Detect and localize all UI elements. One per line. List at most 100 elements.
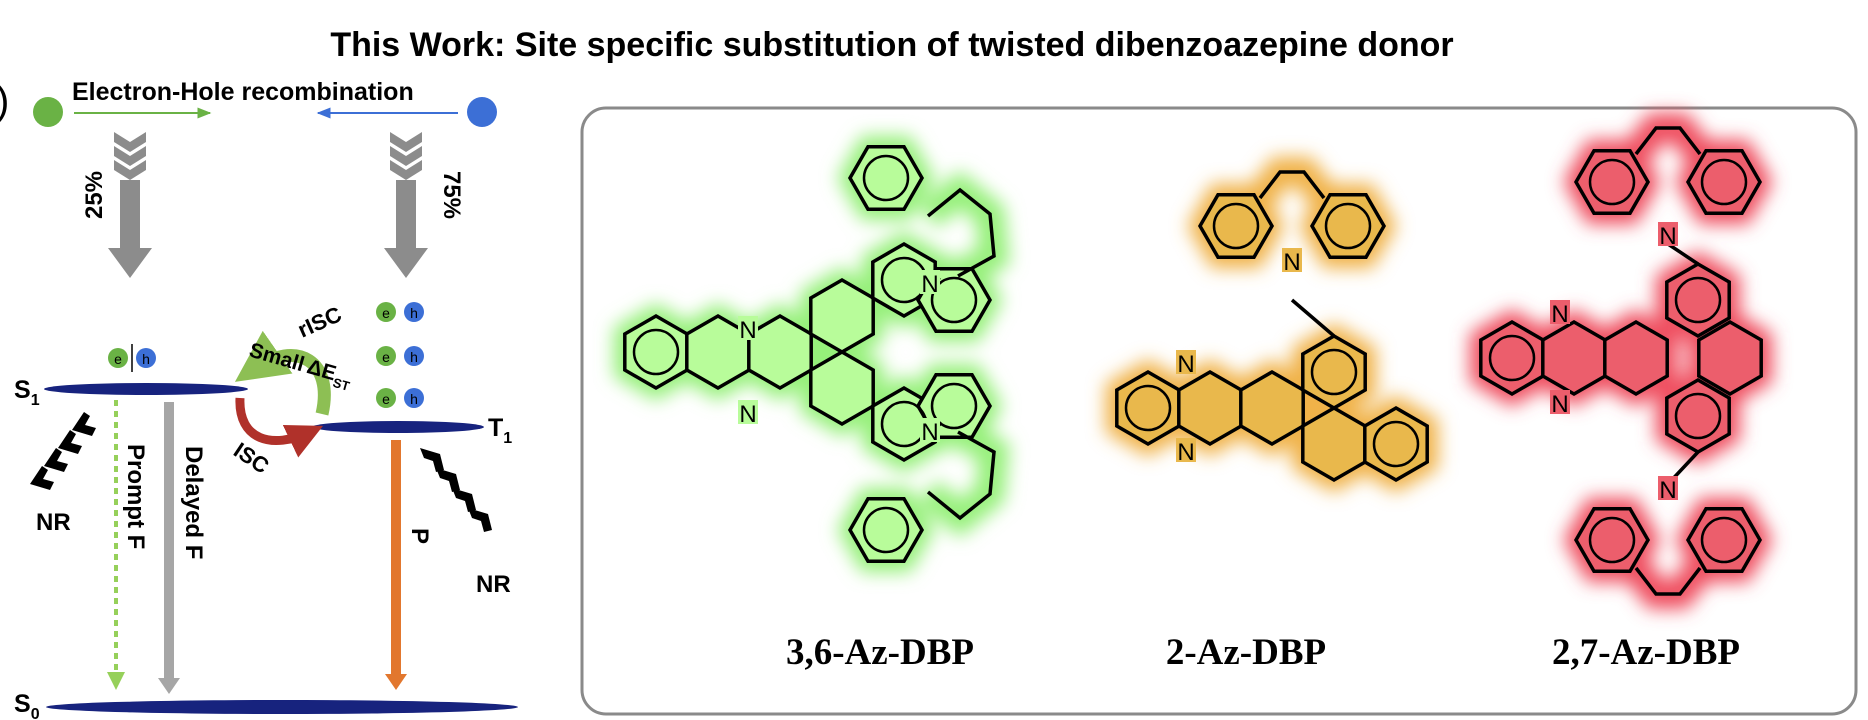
ring-inner-bond — [1212, 202, 1260, 250]
nr-right-label: NR — [476, 571, 511, 598]
aromatic-ring — [1197, 193, 1275, 259]
ring-inner-bond — [1674, 276, 1722, 324]
aromatic-ring — [1603, 319, 1669, 397]
figure-title: This Work: Site specific substitution of… — [330, 26, 1453, 64]
molecule-panel — [580, 106, 1858, 716]
p-label: P — [406, 528, 433, 544]
nitrogen-atom-label: N — [1177, 351, 1194, 378]
nitrogen-atom-label: N — [1283, 249, 1300, 276]
svg-text:h: h — [410, 305, 418, 321]
hole-dot — [467, 97, 497, 127]
jablonski-diagram: Electron-Hole recombination 25% 75% S1 T… — [14, 78, 518, 720]
ring-inner-bond — [1588, 158, 1636, 206]
azepine-bridge — [1634, 126, 1702, 156]
ring-inner-bond — [632, 328, 680, 376]
nr-left-label: NR — [36, 509, 71, 536]
molecule-name-2-az-dbp: 2-Az-DBP — [1166, 632, 1326, 673]
svg-text:e: e — [382, 349, 390, 365]
ring-inner-bond — [1124, 384, 1172, 432]
svg-text:h: h — [142, 351, 150, 367]
aromatic-ring — [1573, 149, 1651, 215]
aromatic-ring — [1685, 149, 1763, 215]
n-aryl-bond — [1667, 242, 1699, 266]
azepine-bridge — [1634, 566, 1702, 596]
recombination-label: Electron-Hole recombination — [72, 78, 414, 106]
ring-inner-bond — [1372, 420, 1420, 468]
molecule-skeleton: N N N — [1115, 170, 1429, 483]
aromatic-ring — [747, 313, 813, 391]
nitrogen-atom-label: N — [921, 271, 938, 298]
svg-text:e: e — [114, 351, 122, 367]
aromatic-ring — [1309, 193, 1387, 259]
delayed-f-label: Delayed F — [180, 446, 207, 559]
ring-inner-bond — [1674, 392, 1722, 440]
aromatic-ring — [1573, 507, 1651, 573]
t1-level — [312, 421, 484, 433]
t1-label: T1 — [488, 414, 512, 447]
ring-inner-bond — [862, 154, 910, 202]
s0-level — [46, 700, 518, 714]
risc-arrow — [234, 330, 331, 416]
triplet-exciton: e h — [376, 388, 424, 408]
aromatic-ring — [1541, 319, 1607, 397]
ring-inner-bond — [1588, 516, 1636, 564]
nitrogen-atom-label: N — [921, 419, 938, 446]
prompt-f-label: Prompt F — [122, 444, 149, 549]
aromatic-ring — [1177, 369, 1243, 447]
phosphorescence-head — [385, 674, 407, 690]
panel-marker: ) — [0, 79, 9, 123]
singlet-percent: 25% — [81, 171, 108, 219]
singlet-formation-arrow — [108, 132, 152, 278]
s1-level — [44, 383, 248, 395]
triplet-percent: 75% — [438, 171, 465, 219]
ring-inner-bond — [862, 506, 910, 554]
delayed-fluorescence-arrow — [164, 402, 174, 678]
ring-inner-bond — [1488, 334, 1536, 382]
molecule-name-3-6-az-dbp: 3,6-Az-DBP — [786, 632, 974, 673]
aromatic-ring — [809, 277, 875, 355]
ring-inner-bond — [1700, 516, 1748, 564]
aromatic-ring — [1665, 261, 1731, 339]
s0-label: S0 — [14, 690, 40, 720]
molecule-name-2-7-az-dbp: 2,7-Az-DBP — [1552, 632, 1740, 673]
svg-text:e: e — [382, 305, 390, 321]
ring-inner-bond — [1324, 202, 1372, 250]
svg-text:h: h — [410, 349, 418, 365]
singlet-exciton: e h — [108, 344, 156, 372]
nitrogen-atom-label: N — [739, 317, 756, 344]
prompt-fluorescence-head — [107, 672, 125, 690]
azepine-bridge — [926, 430, 996, 521]
aromatic-ring — [1685, 507, 1763, 573]
azepine-bridge — [926, 187, 996, 278]
triplet-formation-arrow — [384, 132, 428, 278]
risc-label: rISC — [294, 301, 346, 342]
ring-inner-bond — [930, 382, 978, 430]
aromatic-ring — [847, 145, 925, 211]
molecule-2-az-dbp: N N N — [1105, 157, 1439, 493]
ring-inner-bond — [930, 276, 978, 324]
aromatic-ring — [1301, 405, 1367, 483]
aromatic-ring — [809, 349, 875, 427]
triplet-exciton: e h — [376, 346, 424, 366]
isc-arrow — [235, 397, 324, 458]
electron-dot — [33, 97, 63, 127]
n-aryl-bond — [1290, 298, 1336, 338]
ring-inner-bond — [1700, 158, 1748, 206]
aromatic-ring — [847, 497, 925, 563]
nitrogen-atom-label: N — [1551, 391, 1568, 418]
phosphorescence-arrow — [391, 440, 401, 674]
triplet-exciton: e h — [376, 302, 424, 322]
nitrogen-atom-label: N — [1659, 477, 1676, 504]
s1-label: S1 — [14, 376, 40, 409]
nitrogen-atom-label: N — [1177, 439, 1194, 466]
aromatic-ring — [1239, 369, 1305, 447]
svg-text:e: e — [382, 391, 390, 407]
aromatic-ring — [1363, 405, 1429, 483]
ring-inner-bond — [1310, 348, 1358, 396]
nr-chevrons-right — [420, 448, 492, 532]
